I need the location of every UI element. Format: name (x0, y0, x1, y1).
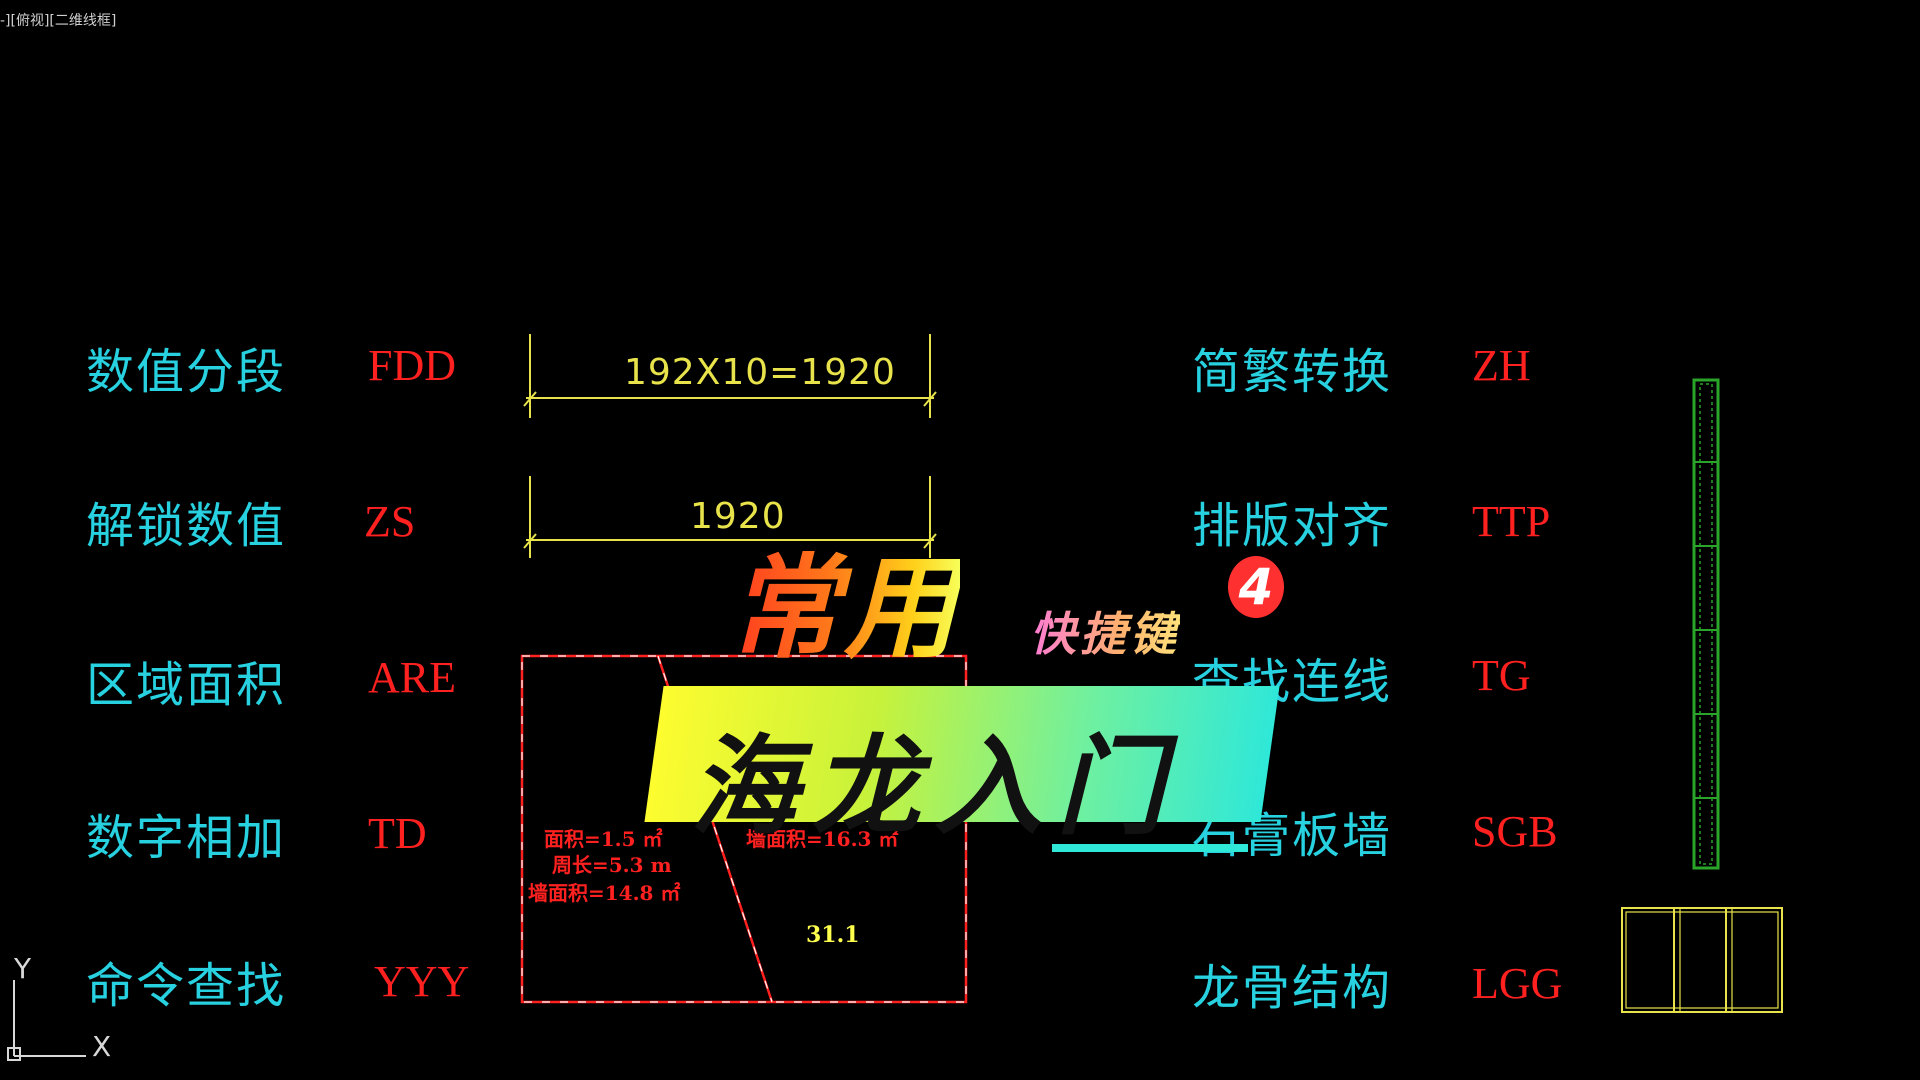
overlay-title-main: 常用 (728, 518, 960, 680)
wall-area-left-text: 墙面积=14.8 ㎡ (528, 881, 681, 905)
viewport-label[interactable]: -][俯视][二维线框] (0, 13, 117, 29)
sum-value-text: 31.1 (806, 922, 860, 948)
command-code-lgg: LGG (1472, 959, 1563, 1008)
episode-badge: 4 (1228, 556, 1284, 618)
command-code-sgb: SGB (1472, 807, 1558, 856)
command-name-td: 数字相加 (86, 810, 287, 866)
command-name-zh: 简繁转换 (1192, 344, 1393, 400)
ucs-x-label: X (92, 1030, 112, 1063)
command-name-yyy: 命令查找 (86, 958, 287, 1014)
command-code-zh: ZH (1472, 341, 1531, 390)
dimension-bottom-text: 1920 (690, 496, 786, 537)
area-text: 面积=1.5 ㎡ (544, 827, 663, 851)
ucs-y-label: Y (14, 952, 32, 985)
command-code-zs: ZS (364, 497, 416, 546)
overlay-title-sub: 快捷键 (1030, 598, 1180, 664)
command-code-ttp: TTP (1472, 497, 1551, 546)
command-code-are: ARE (368, 653, 456, 702)
dimension-bottom[interactable] (523, 476, 937, 558)
command-code-yyy: YYY (374, 957, 470, 1006)
dimension-top[interactable] (523, 334, 937, 418)
command-code-td: TD (368, 809, 427, 858)
gypsum-wall[interactable] (1692, 378, 1720, 870)
dimension-top-text: 192X10=1920 (624, 352, 896, 393)
overlay-banner-text: 海龙入门 (690, 725, 1179, 850)
command-code-fdd: FDD (368, 341, 457, 390)
underline-accent (1052, 844, 1248, 852)
command-name-ttp: 排版对齐 (1192, 498, 1393, 554)
command-name-are: 区域面积 (86, 657, 287, 713)
ucs-icon (7, 980, 86, 1061)
command-name-zs: 解锁数值 (86, 498, 287, 554)
command-name-fdd: 数值分段 (86, 344, 287, 400)
perimeter-text: 周长=5.3 m (552, 853, 672, 877)
wall-area-right-text: 墙面积=16.3 ㎡ (746, 827, 899, 851)
command-name-lgg: 龙骨结构 (1192, 960, 1393, 1016)
command-code-tg: TG (1472, 651, 1531, 700)
keel-structure[interactable] (1621, 907, 1783, 1013)
